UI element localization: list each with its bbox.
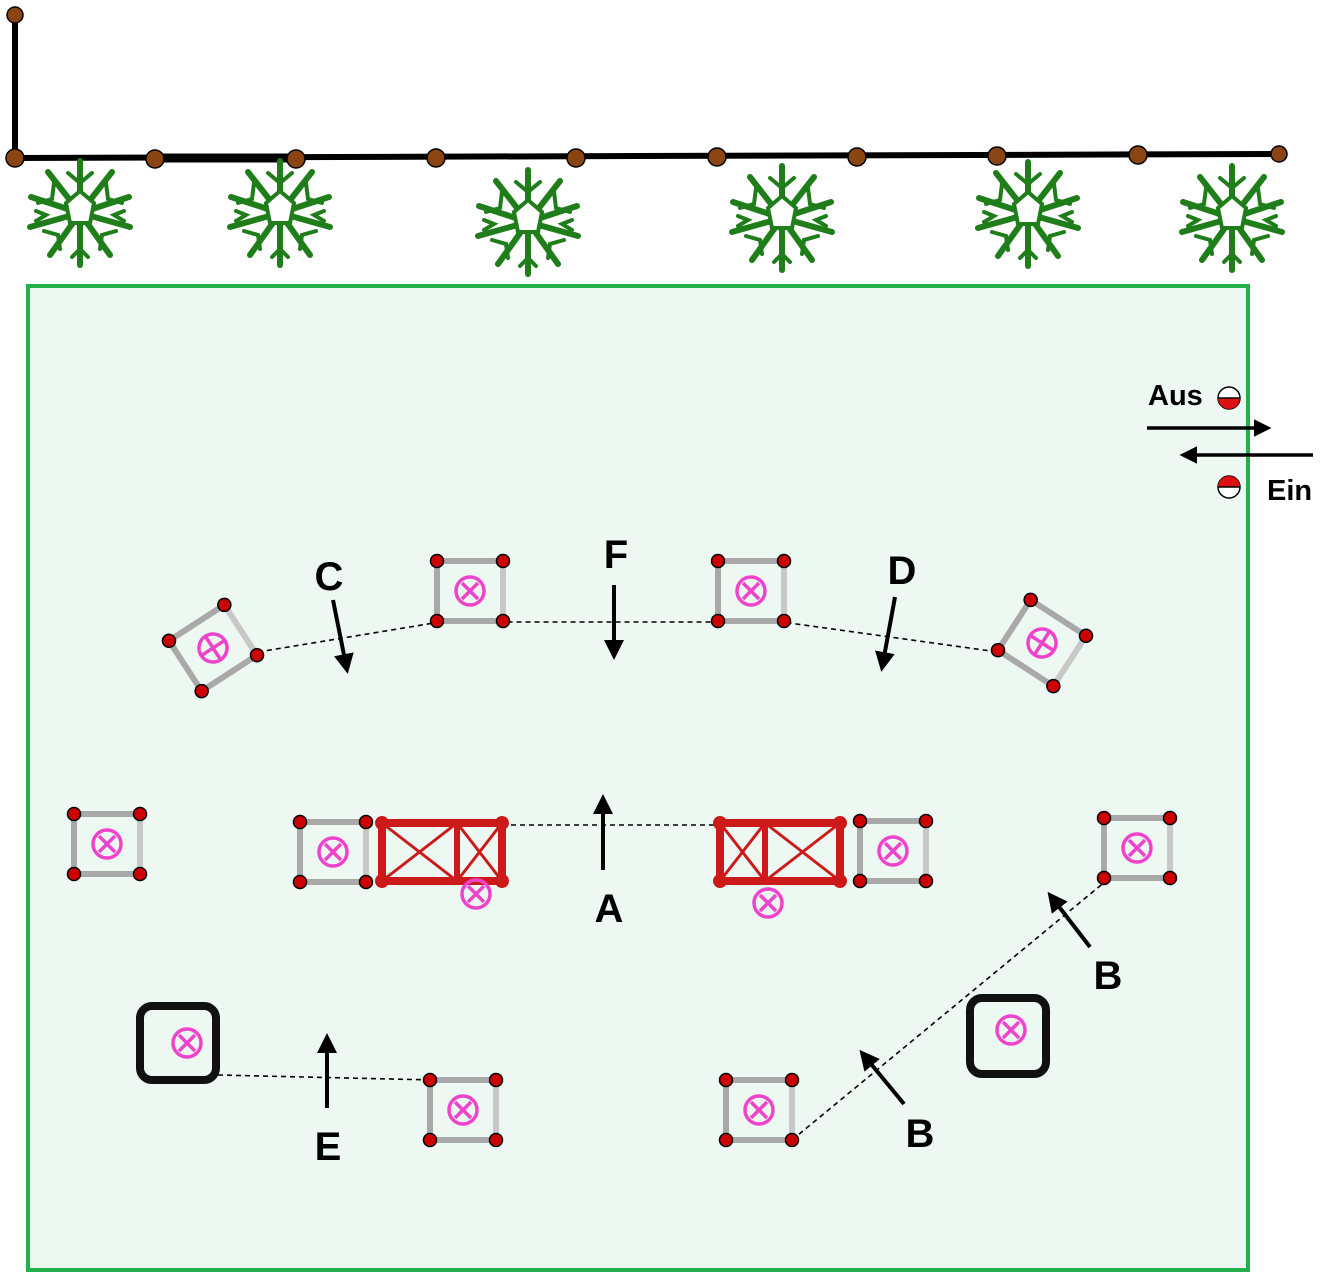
arena	[26, 284, 1250, 1272]
label-f: F	[604, 533, 628, 577]
tree-icon	[230, 161, 330, 265]
arrow-icon	[1047, 891, 1092, 949]
black-box	[136, 1002, 220, 1084]
tree-icon	[732, 166, 832, 270]
label-d: D	[888, 549, 917, 593]
label-a: A	[595, 887, 624, 931]
label-c: C	[315, 555, 344, 599]
half-circle-icon	[1217, 386, 1241, 410]
label-e: E	[315, 1125, 342, 1169]
arrow-icon	[875, 596, 897, 672]
tree-icon	[478, 170, 578, 274]
black-box	[966, 994, 1050, 1078]
tree-icon	[30, 161, 130, 265]
tree-icon	[978, 162, 1078, 266]
legend-ein-label: Ein	[1267, 475, 1312, 507]
label-b-bottom: B	[906, 1112, 935, 1156]
arrow-icon	[859, 1049, 906, 1106]
tree-icon	[1182, 166, 1282, 270]
fence-posts	[5, 6, 1288, 169]
arrow-icon	[331, 599, 354, 674]
direction-arrows	[317, 585, 1092, 1108]
fence	[5, 6, 1288, 169]
label-b-right: B	[1094, 954, 1123, 998]
legend: Aus Ein	[1147, 380, 1313, 507]
legend-aus-label: Aus	[1148, 380, 1203, 412]
trees	[30, 161, 1282, 274]
half-circle-icon	[1217, 475, 1241, 499]
